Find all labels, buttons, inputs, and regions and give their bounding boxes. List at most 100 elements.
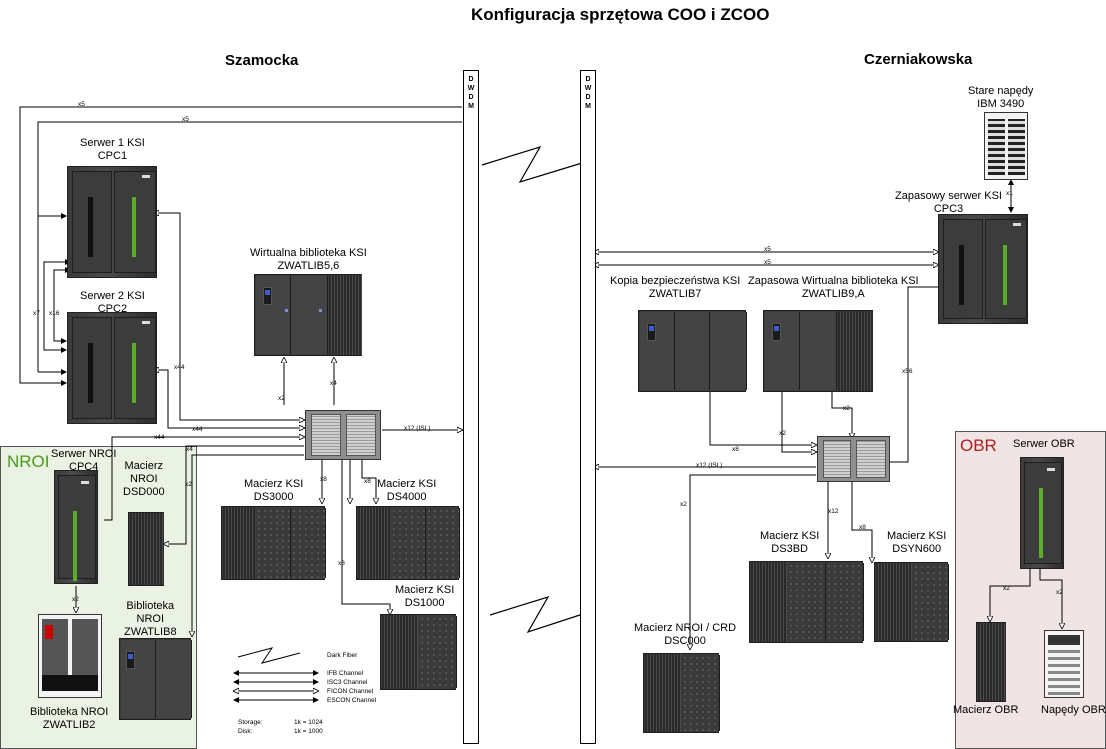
link-label: x44 [174,364,185,371]
link-label: x56 [902,368,913,375]
server1-cpc1[interactable] [67,166,157,278]
tapes-old-ibm3490[interactable] [984,112,1028,180]
link-label: x44 [192,426,203,433]
lib-nroi2-label: Biblioteka NROI ZWATLIB2 [30,706,108,732]
dwdm-left-letter: D [468,76,474,83]
server1-name: Serwer 1 KSI [80,137,145,149]
ds3000-array[interactable] [221,506,326,580]
dwdm-right-letter: M [585,103,591,110]
link-label: x1 [1006,190,1013,197]
link-label: x8 [859,524,866,531]
dwdm-right: D W D M [580,70,596,744]
obr-region-title: OBR [960,436,997,455]
dsc000-array[interactable] [643,653,720,733]
array-nroi-name2: NROI [130,473,158,485]
dwdm-right-letter: D [585,94,591,101]
legend-escon: ESCON Channel [327,697,377,704]
vlib-ksi-id: ZWATLIB5,6 [277,260,340,272]
link-label: x12 [828,508,839,515]
ds4000-id: DS4000 [386,491,427,503]
array-obr-name: Macierz OBR [953,704,1019,716]
ds3bd-array[interactable] [749,561,864,643]
legend-disk-label: Disk: [238,728,253,735]
lib-nroi2-name: Biblioteka NROI [30,706,109,718]
lib-nroi8-id: ZWATLIB8 [124,626,177,638]
vlib-ksi-name: Wirtualna biblioteka KSI [250,247,367,259]
legend-disk-value: 1k = 1000 [294,728,323,735]
server-backup-label: Zapasowy serwer KSI CPC3 [895,190,1002,216]
ds1000-array[interactable] [380,614,457,690]
legend-isc3: ISC3 Channel [327,679,368,686]
ds1000-name: Macierz KSI [395,584,455,596]
server-obr-label: Serwer OBR [1013,438,1075,451]
ds3000-name: Macierz KSI [244,478,304,490]
link-label: x2 [72,596,79,603]
server-nroi-name: Serwer NROI [51,448,117,460]
tapes-obr-name: Napędy OBR [1041,704,1106,716]
server2-cpc2[interactable] [67,312,157,424]
site-left-title: Szamocka [225,52,299,69]
site-right-title: Czerniakowska [864,51,973,68]
link-label: x8 [320,476,327,483]
legend-storage-value: 1k = 1024 [294,719,323,726]
ds1000-id: DS1000 [404,597,445,609]
array-nroi-dsd000[interactable] [128,512,164,586]
link-label: x2 [1056,589,1063,596]
link-label: x12 (ISL) [696,462,723,469]
lib-nroi-zwatlib8[interactable] [119,638,192,720]
dwdm-left-letter: W [467,85,475,92]
link-label: x5 [182,116,189,123]
tapes-old-label: Stare napędy IBM 3490 [968,85,1033,111]
server-backup-name: Zapasowy serwer KSI [895,190,1002,202]
vlib-backup-zwatlib9a[interactable] [763,310,873,392]
ds4000-array[interactable] [356,506,460,580]
dwdm-right-letter: W [584,85,592,92]
lib-nroi8-name2: NROI [136,613,165,625]
server-obr[interactable] [1020,457,1064,569]
copy-ksi-zwatlib7[interactable] [638,310,747,392]
server-nroi-cpc4[interactable] [54,470,98,584]
legend-storage-label: Storage: [238,719,263,726]
dsc000-id: DSC000 [664,635,706,647]
dsc000-name: Macierz NROI / CRD [634,622,737,634]
san-switch-right[interactable] [817,436,890,482]
link-label: x8 [338,560,345,567]
server2-name: Serwer 2 KSI [80,290,145,302]
ds3000-id: DS3000 [253,491,294,503]
lib-nroi-zwatlib2[interactable] [38,614,102,698]
copy-ksi-name: Kopia bezpieczeństwa KSI [610,275,741,287]
link-label: x44 [154,434,165,441]
lib-nroi8-label: Biblioteka NROI ZWATLIB8 [124,600,177,639]
link-label: x2 [680,501,687,508]
tapes-obr-label: Napędy OBR [1041,704,1106,717]
legend-ficon: FICON Channel [327,688,374,695]
link-label: x5 [764,246,771,253]
link-label: x5 [78,101,85,108]
vlib-backup-label: Zapasowa Wirtualna biblioteka KSI ZWATLI… [748,275,919,301]
dsyn600-label: Macierz KSI DSYN600 [887,530,946,556]
array-obr-label: Macierz OBR [953,704,1018,717]
link-label: x4 [330,380,337,387]
link-label: x16 [49,310,60,317]
server-obr-name: Serwer OBR [1013,438,1075,450]
vlib-backup-id: ZWATLIB9,A [801,288,865,300]
array-nroi-id: DSD000 [123,486,165,498]
tapes-obr[interactable] [1044,630,1084,698]
dsyn600-array[interactable] [874,562,949,642]
server1-id: CPC1 [97,150,128,162]
dsc000-label: Macierz NROI / CRD DSC000 [634,622,736,648]
vlib-ksi-label: Wirtualna biblioteka KSI ZWATLIB5,6 [250,247,367,273]
link-label: x2 [843,405,850,412]
server-backup-cpc3[interactable] [938,214,1028,324]
array-obr[interactable] [976,622,1006,702]
legend-dark-fiber: Dark Fiber [327,652,358,659]
vlib-ksi-zwatlib56[interactable] [254,274,362,356]
san-switch-left[interactable] [305,410,381,460]
link-label: x12 (ISL) [404,425,431,432]
tapes-old-id: IBM 3490 [977,98,1025,110]
tapes-old-name: Stare napędy [968,85,1034,97]
link-label: x8 [732,446,739,453]
ds3bd-label: Macierz KSI DS3BD [760,530,819,556]
lib-nroi8-name1: Biblioteka [126,600,175,612]
array-nroi-label: Macierz NROI DSD000 [123,460,165,499]
